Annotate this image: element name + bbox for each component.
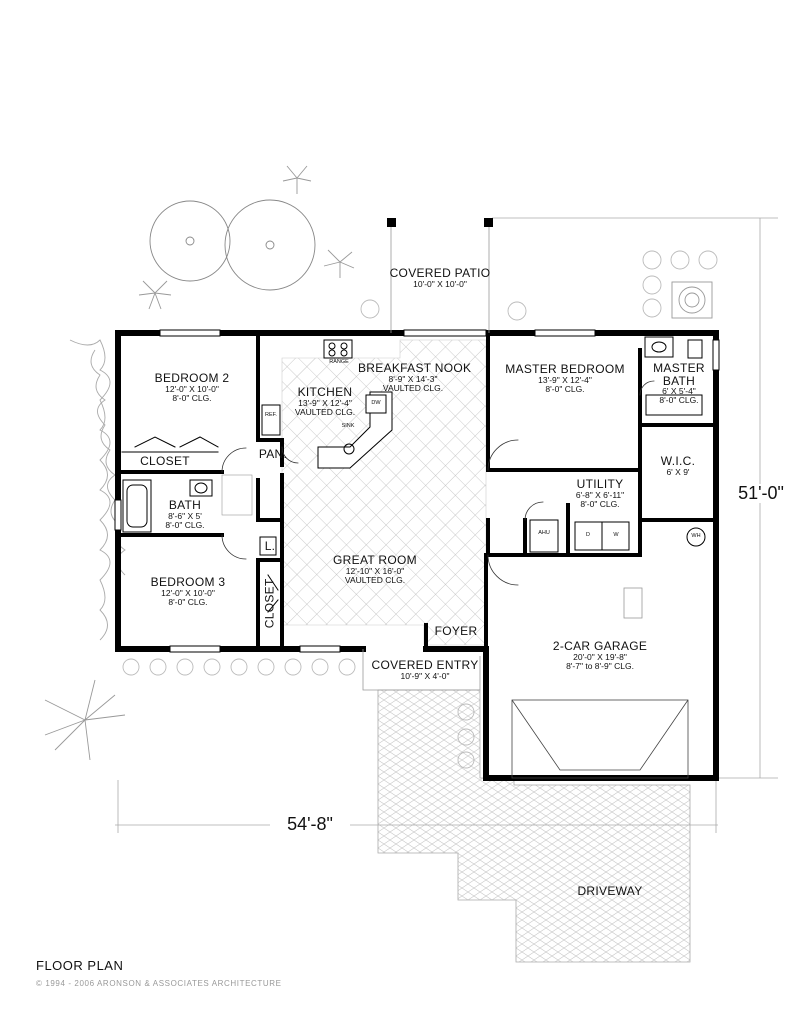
great-room-name: GREAT ROOM	[333, 553, 417, 567]
bedroom2-size: 12'-0" X 10'-0"	[165, 383, 219, 394]
ahu-label: AHU	[538, 530, 550, 536]
bedroom3-label: BEDROOM 3 12'-0" X 10'-0" 8'-0" CLG.	[138, 576, 238, 606]
windows	[114, 329, 720, 653]
kitchen-size: 13'-9" X 12'-4"	[298, 397, 352, 408]
master-bath-size: 6' X 5'-4"	[662, 386, 696, 397]
bedroom2-label: BEDROOM 2 12'-0" X 10'-0" 8'-0" CLG.	[142, 372, 242, 402]
bath-ceiling: 8'-0" CLG.	[165, 519, 205, 530]
master-bedroom-ceiling: 8'-0" CLG.	[545, 383, 585, 394]
nook-ceiling: VAULTED CLG.	[382, 382, 444, 393]
utility-size: 6'-8" X 6'-11"	[575, 489, 625, 500]
dryer-label: D	[586, 532, 590, 538]
wic-size: 6' X 9'	[666, 466, 690, 477]
covered-patio-name: COVERED PATIO	[389, 266, 491, 280]
driveway-label: DRIVEWAY	[577, 884, 643, 898]
bath-size: 8'-6" X 5'	[168, 510, 202, 521]
wic-label: W.I.C. 6' X 9'	[648, 455, 708, 477]
floor-plan-caption: FLOOR PLAN	[36, 958, 124, 973]
great-room-ceiling: VAULTED CLG.	[344, 574, 406, 585]
utility-label: UTILITY 6'-8" X 6'-11" 8'-0" CLG.	[560, 478, 640, 508]
bedroom2-name: BEDROOM 2	[154, 371, 230, 385]
master-bedroom-label: MASTER BEDROOM 13'-9" X 12'-4" 8'-0" CLG…	[500, 363, 630, 393]
linen-label: L.	[264, 539, 276, 553]
depth-dimension: 51'-0"	[728, 484, 794, 503]
bath-name: BATH	[168, 498, 202, 512]
covered-patio-label: COVERED PATIO 10'-0" X 10'-0"	[385, 267, 495, 289]
bath-label: BATH 8'-6" X 5' 8'-0" CLG.	[155, 499, 215, 529]
bedroom3-name: BEDROOM 3	[150, 575, 226, 589]
utility-name: UTILITY	[576, 477, 624, 491]
width-dimension: 54'-8"	[270, 815, 350, 834]
kitchen-counter	[261, 339, 393, 469]
master-bath-ceiling: 8'-0" CLG.	[659, 395, 699, 406]
covered-entry-name: COVERED ENTRY	[371, 658, 479, 672]
garage-label: 2-CAR GARAGE 20'-0" X 19'-8" 8'-7" to 8'…	[540, 640, 660, 670]
master-bedroom-name: MASTER BEDROOM	[505, 362, 625, 376]
covered-patio-size: 10'-0" X 10'-0"	[413, 278, 467, 289]
garage-name: 2-CAR GARAGE	[552, 639, 648, 653]
bath-fixtures	[122, 336, 703, 533]
nook-size: 8'-9" X 14'-3"	[388, 373, 438, 384]
sink-label: SINK	[341, 423, 355, 429]
covered-entry-size: 10'-9" X 4'-0"	[400, 670, 450, 681]
foyer-label: FOYER	[434, 624, 478, 638]
kitchen-ceiling: VAULTED CLG.	[294, 406, 356, 417]
walls	[115, 218, 719, 781]
closet-b2-label: CLOSET	[140, 454, 190, 468]
washer-label: W	[613, 532, 619, 538]
garage-door	[511, 587, 689, 779]
copyright-notice: © 1994 - 2006 ARONSON & ASSOCIATES ARCHI…	[36, 979, 282, 988]
master-bath-name: MASTER BATH	[653, 361, 705, 388]
master-bedroom-size: 13'-9" X 12'-4"	[538, 374, 592, 385]
closet-b3-label: CLOSET	[262, 578, 277, 629]
water-heater-label: WH	[691, 533, 701, 539]
kitchen-label: KITCHEN 13'-9" X 12'-4" VAULTED CLG.	[280, 386, 370, 416]
utility-ceiling: 8'-0" CLG.	[580, 498, 620, 509]
nook-name: BREAKFAST NOOK	[358, 361, 472, 375]
garage-size: 20'-0" X 19'-8"	[573, 651, 627, 662]
great-room-label: GREAT ROOM 12'-10" X 16'-0" VAULTED CLG.	[320, 554, 430, 584]
bedroom2-ceiling: 8'-0" CLG.	[172, 392, 212, 403]
covered-entry-label: COVERED ENTRY 10'-9" X 4'-0"	[366, 659, 484, 681]
nook-label: BREAKFAST NOOK 8'-9" X 14'-3" VAULTED CL…	[358, 361, 472, 393]
wic-name: W.I.C.	[660, 454, 696, 468]
garage-ceiling: 8'-7" to 8'-9" CLG.	[566, 660, 634, 671]
kitchen-name: KITCHEN	[297, 385, 353, 399]
utility-fixtures	[221, 474, 706, 556]
porch-outlines	[362, 227, 490, 691]
pantry-label: PAN.	[258, 447, 288, 461]
bedroom3-size: 12'-0" X 10'-0"	[161, 587, 215, 598]
bedroom3-ceiling: 8'-0" CLG.	[168, 596, 208, 607]
driveway-paving	[377, 689, 691, 963]
master-bath-label: MASTER BATH 6' X 5'-4" 8'-0" CLG.	[648, 362, 710, 405]
ref-label: REF.	[265, 412, 277, 418]
dw-label: DW	[371, 400, 381, 406]
range-label: RANGE	[329, 359, 349, 365]
great-room-size: 12'-10" X 16'-0"	[345, 565, 405, 576]
